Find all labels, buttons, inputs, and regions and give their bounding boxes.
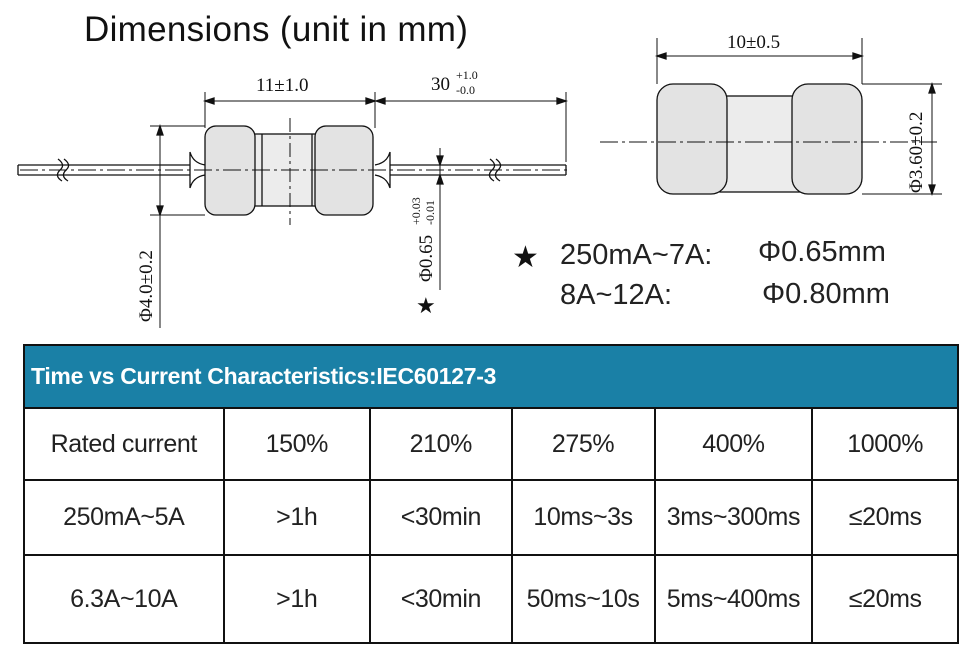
table-cell: 250mA~5A bbox=[23, 479, 225, 556]
page-title: Dimensions (unit in mm) bbox=[84, 10, 469, 49]
arrow bbox=[928, 184, 936, 197]
body-diameter-label: Φ4.0±0.2 bbox=[136, 250, 157, 322]
star-icon: ★ bbox=[512, 240, 539, 275]
table-cell: ≤20ms bbox=[811, 479, 959, 556]
time-current-table: Time vs Current Characteristics:IEC60127… bbox=[23, 344, 959, 644]
arrow bbox=[556, 97, 569, 105]
lead-length-tol-lower: -0.0 bbox=[456, 83, 475, 97]
arrow bbox=[928, 81, 936, 94]
table-cell: >1h bbox=[222, 554, 372, 644]
arrow bbox=[852, 52, 865, 60]
arrow bbox=[202, 97, 215, 105]
table-header-cell: 400% bbox=[653, 407, 814, 481]
axial-fuse-drawing bbox=[17, 92, 570, 328]
arrow bbox=[654, 52, 667, 60]
cartridge-fuse-drawing bbox=[600, 38, 942, 197]
arrow bbox=[436, 155, 444, 168]
table-header-cell: 275% bbox=[510, 407, 656, 481]
lead-length-label: 30 bbox=[431, 74, 450, 95]
star-icon: ★ bbox=[416, 294, 436, 319]
table-cell: >1h bbox=[222, 479, 372, 556]
table-header-cell: Rated current bbox=[23, 407, 225, 481]
table-cell: 6.3A~10A bbox=[23, 554, 225, 644]
table-cell: 50ms~10s bbox=[510, 554, 656, 644]
table-header-cell: 150% bbox=[222, 407, 372, 481]
table-header-cell: 1000% bbox=[811, 407, 959, 481]
note-range-1: 250mA~7A: bbox=[560, 239, 713, 271]
table-cell: ≤20ms bbox=[811, 554, 959, 644]
dimension-drawings: 11±1.0 30 +1.0 -0.0 Φ4.0±0.2 Φ0.65 +0.03… bbox=[17, 32, 942, 328]
arrow bbox=[156, 123, 164, 136]
lead-diameter-label: Φ0.65 bbox=[416, 235, 437, 282]
lead-length-tol-upper: +1.0 bbox=[456, 68, 478, 82]
note-diameter-2: Φ0.80mm bbox=[762, 278, 890, 310]
table-title: Time vs Current Characteristics:IEC60127… bbox=[23, 344, 959, 409]
note-range-2: 8A~12A: bbox=[560, 279, 673, 311]
table-row: 6.3A~10A >1h <30min 50ms~10s 5ms~400ms ≤… bbox=[23, 554, 959, 644]
lead-diameter-tol-lower: -0.01 bbox=[423, 200, 437, 225]
cartridge-right-cap bbox=[791, 83, 863, 195]
arrow bbox=[436, 172, 444, 185]
table-cell: 10ms~3s bbox=[510, 479, 656, 556]
lead-diameter-tol-upper: +0.03 bbox=[409, 197, 423, 225]
body-length-label: 11±1.0 bbox=[256, 75, 308, 96]
table-row: 250mA~5A >1h <30min 10ms~3s 3ms~300ms ≤2… bbox=[23, 479, 959, 556]
cartridge-left-cap bbox=[656, 83, 728, 195]
cartridge-diameter-label: Φ3.60±0.2 bbox=[906, 112, 927, 193]
table-cell: <30min bbox=[369, 554, 513, 644]
arrow bbox=[156, 205, 164, 218]
arrow bbox=[365, 97, 378, 105]
table-cell: <30min bbox=[369, 479, 513, 556]
arrow bbox=[373, 97, 386, 105]
table-cell: 3ms~300ms bbox=[653, 479, 814, 556]
table-cell: 5ms~400ms bbox=[653, 554, 814, 644]
table-header-cell: 210% bbox=[369, 407, 513, 481]
cartridge-length-label: 10±0.5 bbox=[727, 32, 780, 53]
note-diameter-1: Φ0.65mm bbox=[758, 236, 886, 268]
cartridge-tube bbox=[719, 95, 801, 193]
table-header-row: Rated current 150% 210% 275% 400% 1000% bbox=[23, 407, 959, 481]
